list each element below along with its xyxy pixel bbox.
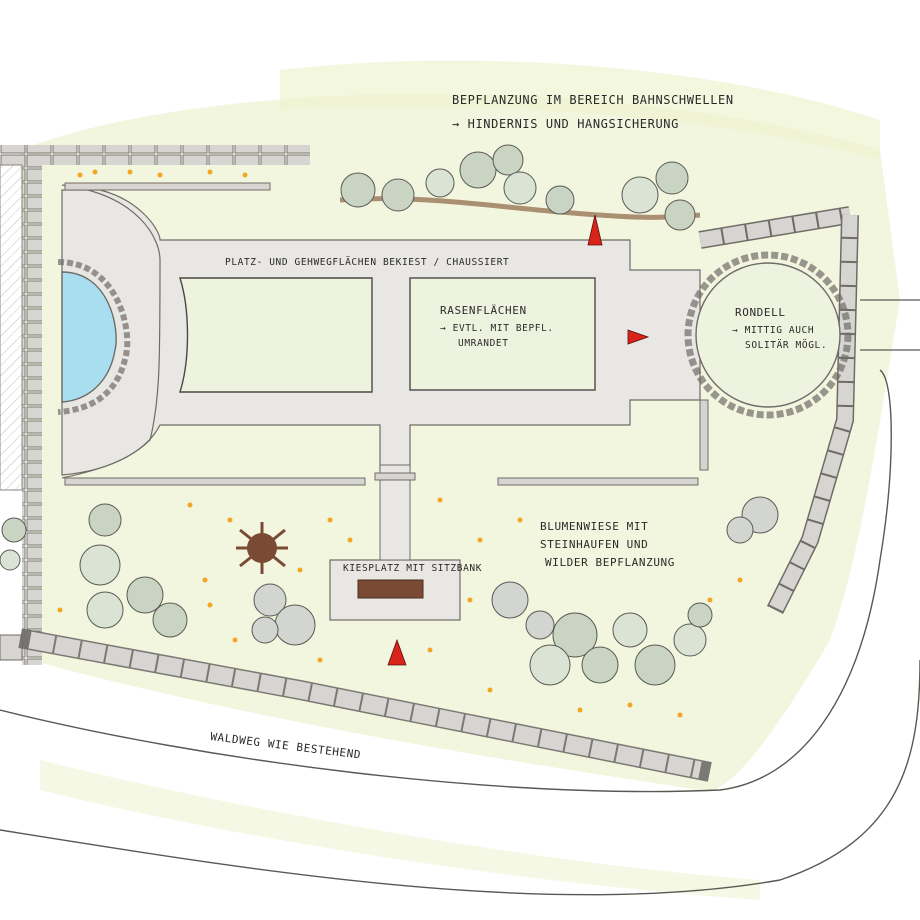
arrow-bottom-icon [387,638,407,666]
entrance-arrows [387,214,650,666]
lawn-label-2: → EVTL. MIT BEPFL. [440,323,554,334]
arrow-right-icon [627,329,650,345]
existing-building [0,164,23,491]
bench [357,579,424,599]
pond [57,259,131,415]
lawn-label-1: RASENFLÄCHEN [440,304,527,317]
arrow-top-icon [587,214,603,246]
shrubs [0,496,779,686]
rondell [684,251,852,419]
rondell-label-1: RONDELL [735,306,786,319]
stone-edges [64,182,709,486]
bench-label: KIESPLATZ MIT SITZBANK [343,563,482,574]
gravel-paving [61,184,701,621]
note-line-1: BEPFLANZUNG IM BEREICH BAHNSCHWELLEN [452,93,734,107]
paving-label: PLATZ- UND GEHWEGFLÄCHEN BEKIEST / CHAUS… [225,257,509,268]
lawn-areas [179,277,596,393]
note-line-2: → HINDERNIS UND HANGSICHERUNG [452,117,679,131]
meadow-label-3: WILDER BEPFLANZUNG [545,556,675,569]
lawn-label-3: UMRANDET [458,338,509,349]
meadow-label-2: STEINHAUFEN UND [540,538,648,551]
sleeper-planting [339,144,701,231]
flower-dots [57,169,743,718]
rock-pile-icon [236,522,288,574]
meadow-label-1: BLUMENWIESE MIT [540,520,648,533]
rondell-label-3: SOLITÄR MÖGL. [745,340,827,351]
forest-path [0,299,920,896]
rondell-label-2: → MITTIG AUCH [732,325,814,336]
